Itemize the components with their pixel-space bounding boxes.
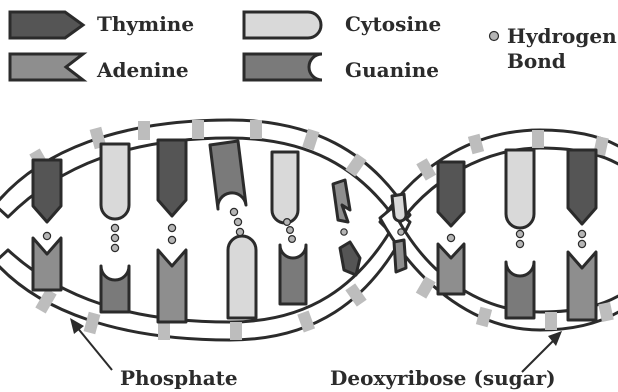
base-cytosine	[392, 194, 406, 221]
hydrogen-bond-dot	[111, 234, 118, 241]
base-adenine	[33, 238, 61, 290]
legend: Thymine Adenine Cytosine Guanine Hydroge…	[10, 12, 617, 82]
base-cytosine	[272, 152, 298, 223]
base-adenine	[333, 180, 350, 222]
hydrogen-bond-dot	[341, 229, 347, 235]
base-adenine	[438, 244, 464, 294]
base-guanine	[280, 245, 306, 304]
hydrogen-bond-dot	[516, 240, 523, 247]
phosphate-band	[230, 322, 242, 340]
legend-thymine-label: Thymine	[97, 12, 194, 36]
deoxyribose-label: Deoxyribose (sugar)	[330, 366, 556, 390]
phosphate-band	[532, 130, 544, 148]
base-pairs	[33, 140, 596, 322]
hydrogen-bond-dot	[168, 224, 175, 231]
legend-cytosine-label: Cytosine	[345, 12, 441, 36]
phosphate-band	[138, 121, 150, 140]
base-guanine	[506, 262, 534, 318]
base-cytosine	[506, 150, 534, 228]
phosphate-arrowhead	[70, 318, 84, 334]
phosphate-band	[250, 120, 262, 139]
legend-cytosine-shape	[244, 12, 321, 38]
base-adenine	[158, 250, 186, 322]
base-guanine	[101, 266, 129, 312]
hydrogen-bond-dot	[234, 218, 241, 225]
base-thymine	[438, 162, 464, 226]
base-thymine	[340, 242, 360, 275]
hydrogen-bond-dot	[111, 224, 118, 231]
legend-hydrogen-label-line2: Bond	[507, 49, 566, 73]
base-adenine	[568, 252, 596, 320]
legend-hydrogen-label-line1: Hydrogen	[507, 24, 617, 48]
hydrogen-bond-dot	[168, 236, 175, 243]
hydrogen-bond-dot	[287, 227, 294, 234]
base-thymine	[158, 140, 186, 216]
hydrogen-bond-dot	[111, 244, 118, 251]
hydrogen-bond-dot	[578, 230, 585, 237]
base-adenine	[394, 240, 406, 272]
base-guanine	[210, 141, 246, 209]
legend-thymine-shape	[10, 12, 83, 38]
hydrogen-bond-dot	[578, 240, 585, 247]
hydrogen-bond-dot	[447, 234, 454, 241]
phosphate-band	[158, 321, 170, 340]
hydrogen-bond-dot	[398, 229, 404, 235]
legend-guanine-shape	[244, 54, 322, 80]
hydrogen-bond-dot	[43, 232, 50, 239]
hydrogen-bond-dot	[230, 208, 237, 215]
base-thymine	[33, 160, 61, 222]
phosphate-band	[545, 312, 557, 330]
base-cytosine	[228, 236, 256, 318]
legend-hydrogen-dot	[490, 32, 499, 41]
hydrogen-bond-dot	[289, 236, 296, 243]
phosphate-label: Phosphate	[120, 366, 238, 390]
base-cytosine	[101, 144, 129, 219]
hydrogen-bond-dot	[284, 219, 291, 226]
base-thymine	[568, 150, 596, 224]
legend-adenine-shape	[10, 54, 83, 80]
phosphate-band	[192, 120, 204, 139]
legend-guanine-label: Guanine	[345, 58, 439, 82]
hydrogen-bond-dot	[516, 230, 523, 237]
hydrogen-bond-dot	[236, 228, 243, 235]
legend-adenine-label: Adenine	[96, 58, 189, 82]
